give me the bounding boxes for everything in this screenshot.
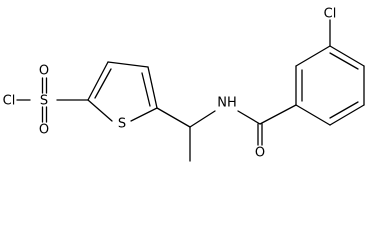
bond-n-carbonyl xyxy=(237,110,261,125)
bond-ring-a5-a6 xyxy=(329,104,365,126)
bond-ring-a2-a3 xyxy=(295,45,331,67)
bond-c4-c5 xyxy=(147,66,158,109)
bond-ring-a5-a6-double xyxy=(329,101,359,119)
bond-ring-a3-a4-double xyxy=(329,52,359,70)
bond-c3-c4 xyxy=(107,61,149,68)
bond-ch-n xyxy=(189,110,216,128)
atom-label-oxygen-carbonyl: O xyxy=(255,146,265,161)
atom-label-chlorine-sulfonyl: Cl xyxy=(3,94,16,109)
atom-label-sulfur-sulfonyl: S xyxy=(40,94,48,109)
bond-carbonyl-ring xyxy=(259,104,297,125)
bond-c2-c3 xyxy=(87,61,109,101)
atom-label-oxygen-sulfonyl-top: O xyxy=(39,64,49,79)
bond-c5-ch xyxy=(156,107,191,128)
chemical-structure: Cl Cl S O O S NH O xyxy=(3,7,365,162)
bonds xyxy=(16,19,365,162)
bond-ring-a3-a4 xyxy=(329,45,365,67)
atom-label-oxygen-sulfonyl-bottom: O xyxy=(39,123,49,138)
bond-c4-c5-double xyxy=(141,72,151,107)
bond-c2-c3-double xyxy=(94,68,112,99)
atom-label-chlorine-top: Cl xyxy=(324,7,337,22)
bond-ring-a6-a1 xyxy=(295,104,331,126)
atom-label-nitrogen-amide: NH xyxy=(217,96,237,111)
bond-s-c2 xyxy=(87,99,113,122)
bond-c5-s xyxy=(130,107,158,122)
atom-labels: Cl Cl S O O S NH O xyxy=(3,7,337,161)
atom-label-sulfur-thiophene: S xyxy=(118,117,126,132)
